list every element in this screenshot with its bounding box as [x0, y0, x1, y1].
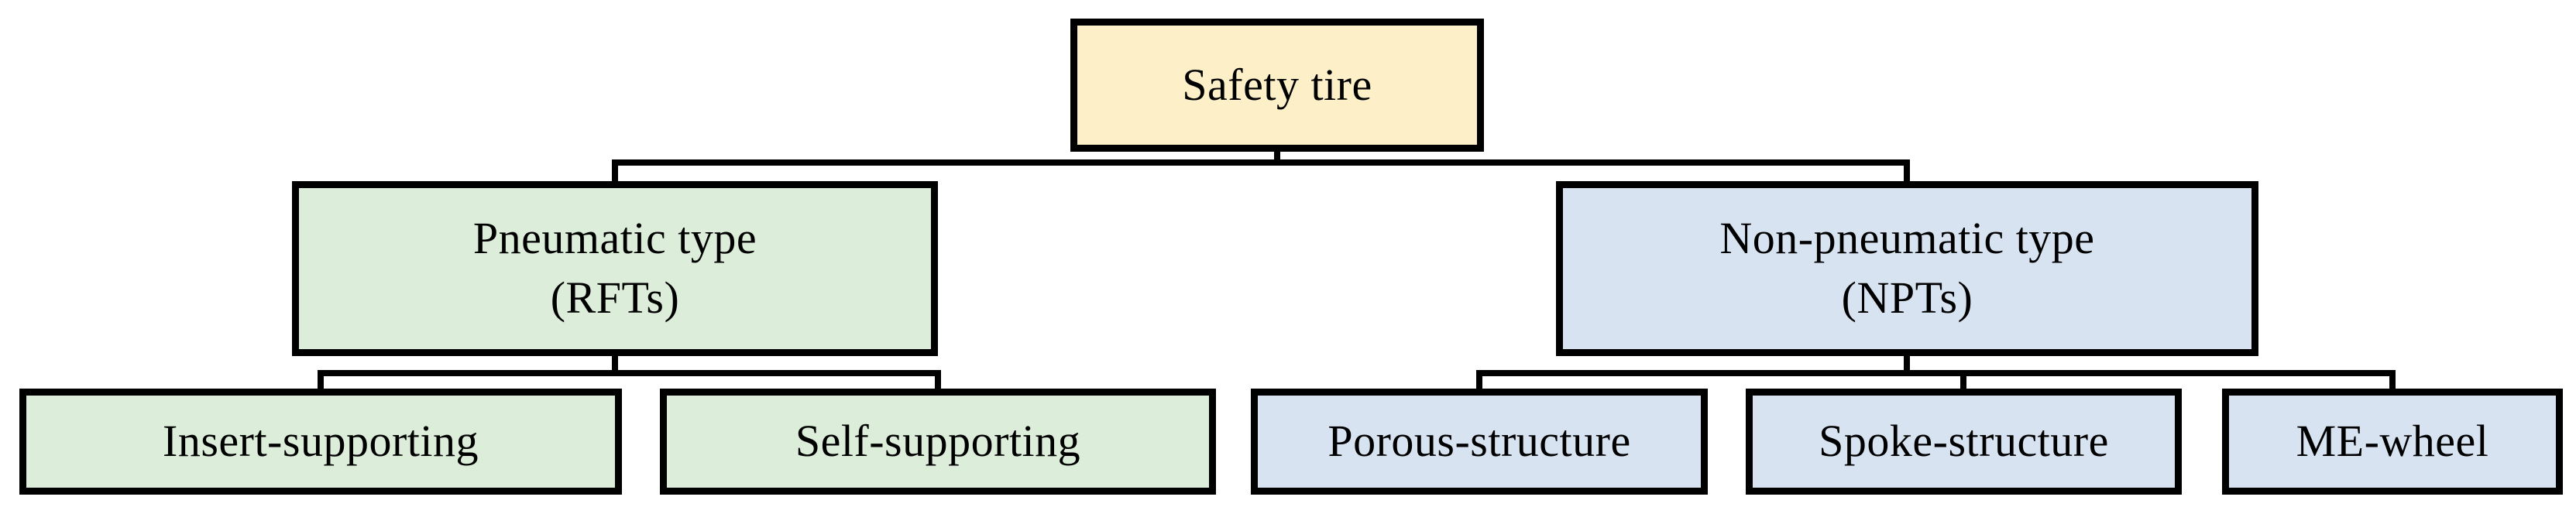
edge-stub-porous-structure	[1476, 376, 1482, 389]
node-self-supporting-label: Self-supporting	[795, 416, 1081, 467]
edge-stub-pneumatic	[612, 166, 618, 181]
node-me-wheel-label: ME-wheel	[2296, 416, 2489, 467]
node-porous-structure-label: Porous-structure	[1327, 416, 1631, 467]
node-insert-supporting-label: Insert-supporting	[163, 416, 479, 467]
edge-pneumatic-stub	[612, 356, 618, 372]
edge-stub-non-pneumatic	[1904, 166, 1910, 181]
edge-stub-spoke-structure	[1960, 376, 1966, 389]
node-self-supporting: Self-supporting	[660, 389, 1216, 495]
edge-stub-insert-supporting	[318, 376, 324, 389]
edge-stub-self-supporting	[935, 376, 941, 389]
node-insert-supporting: Insert-supporting	[19, 389, 622, 495]
node-porous-structure: Porous-structure	[1251, 389, 1708, 495]
node-spoke-structure-label: Spoke-structure	[1819, 416, 2109, 467]
node-non-pneumatic-type: Non-pneumatic type (NPTs)	[1556, 181, 2258, 356]
node-me-wheel: ME-wheel	[2222, 389, 2563, 495]
edge-non-pneumatic-stub	[1904, 356, 1910, 372]
node-spoke-structure: Spoke-structure	[1746, 389, 2182, 495]
edge-stub-me-wheel	[2389, 376, 2396, 389]
node-safety-tire-label: Safety tire	[1182, 59, 1372, 110]
edge-pneumatic-children-rail	[318, 370, 941, 376]
edge-non-pneumatic-children-rail	[1476, 370, 2396, 376]
node-pneumatic-type-label: Pneumatic type (RFTs)	[472, 213, 757, 323]
node-safety-tire: Safety tire	[1070, 19, 1484, 152]
edge-root-stub	[1274, 152, 1280, 161]
edge-root-children-rail	[612, 159, 1910, 166]
node-non-pneumatic-type-label: Non-pneumatic type (NPTs)	[1719, 213, 2095, 323]
node-pneumatic-type: Pneumatic type (RFTs)	[292, 181, 938, 356]
